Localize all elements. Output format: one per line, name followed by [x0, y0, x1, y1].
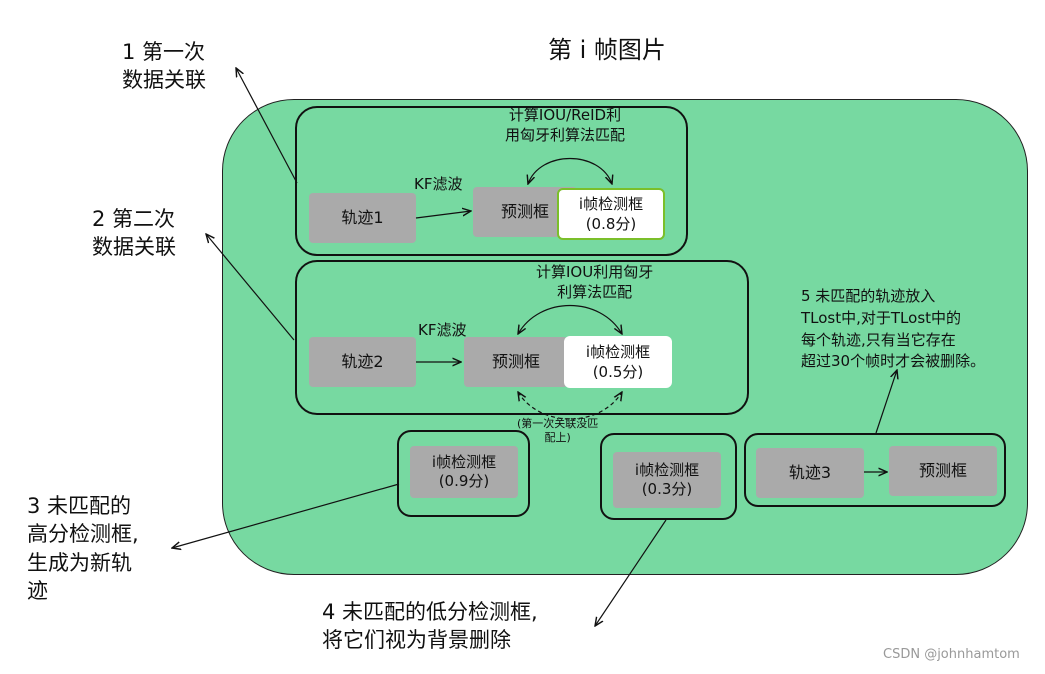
unmatched-note: (第一次关联没匹 配上)	[517, 417, 599, 445]
panel-high-score-det	[397, 430, 530, 517]
step5-label: 5 未匹配的轨迹放入 TLost中,对于TLost中的 每个轨迹,只有当它存在 …	[801, 287, 986, 371]
det-box-low: i帧检测框 (0.3分)	[613, 452, 721, 508]
pred-box-3: 预测框	[889, 446, 997, 496]
pred-box-2: 预测框	[464, 337, 568, 387]
det-box-high: i帧检测框 (0.9分)	[410, 446, 518, 498]
track-2-box: 轨迹2	[309, 337, 416, 387]
algo-label-1: 计算IOU/ReID利 用匈牙利算法匹配	[505, 106, 626, 145]
track-3-box: 轨迹3	[756, 448, 864, 498]
step3-label: 3 未匹配的 高分检测框, 生成为新轨 迹	[27, 494, 139, 604]
kf-label-1: KF滤波	[414, 175, 463, 193]
step4-label: 4 未匹配的低分检测框, 将它们视为背景删除	[322, 600, 538, 653]
page-title: 第 i 帧图片	[548, 36, 666, 64]
algo-label-2: 计算IOU利用匈牙 利算法匹配	[536, 263, 654, 302]
watermark: CSDN @johnhamtom	[883, 647, 1020, 662]
det-box-2: i帧检测框 (0.5分)	[564, 336, 672, 388]
step1-label: 1 第一次 数据关联	[122, 40, 206, 93]
panel-low-score-det	[600, 433, 737, 520]
panel-lost-track	[744, 433, 1006, 507]
kf-label-2: KF滤波	[418, 321, 467, 339]
step2-label: 2 第二次 数据关联	[92, 207, 176, 260]
det-box-1: i帧检测框 (0.8分)	[557, 188, 665, 240]
track-1-box: 轨迹1	[309, 193, 416, 243]
